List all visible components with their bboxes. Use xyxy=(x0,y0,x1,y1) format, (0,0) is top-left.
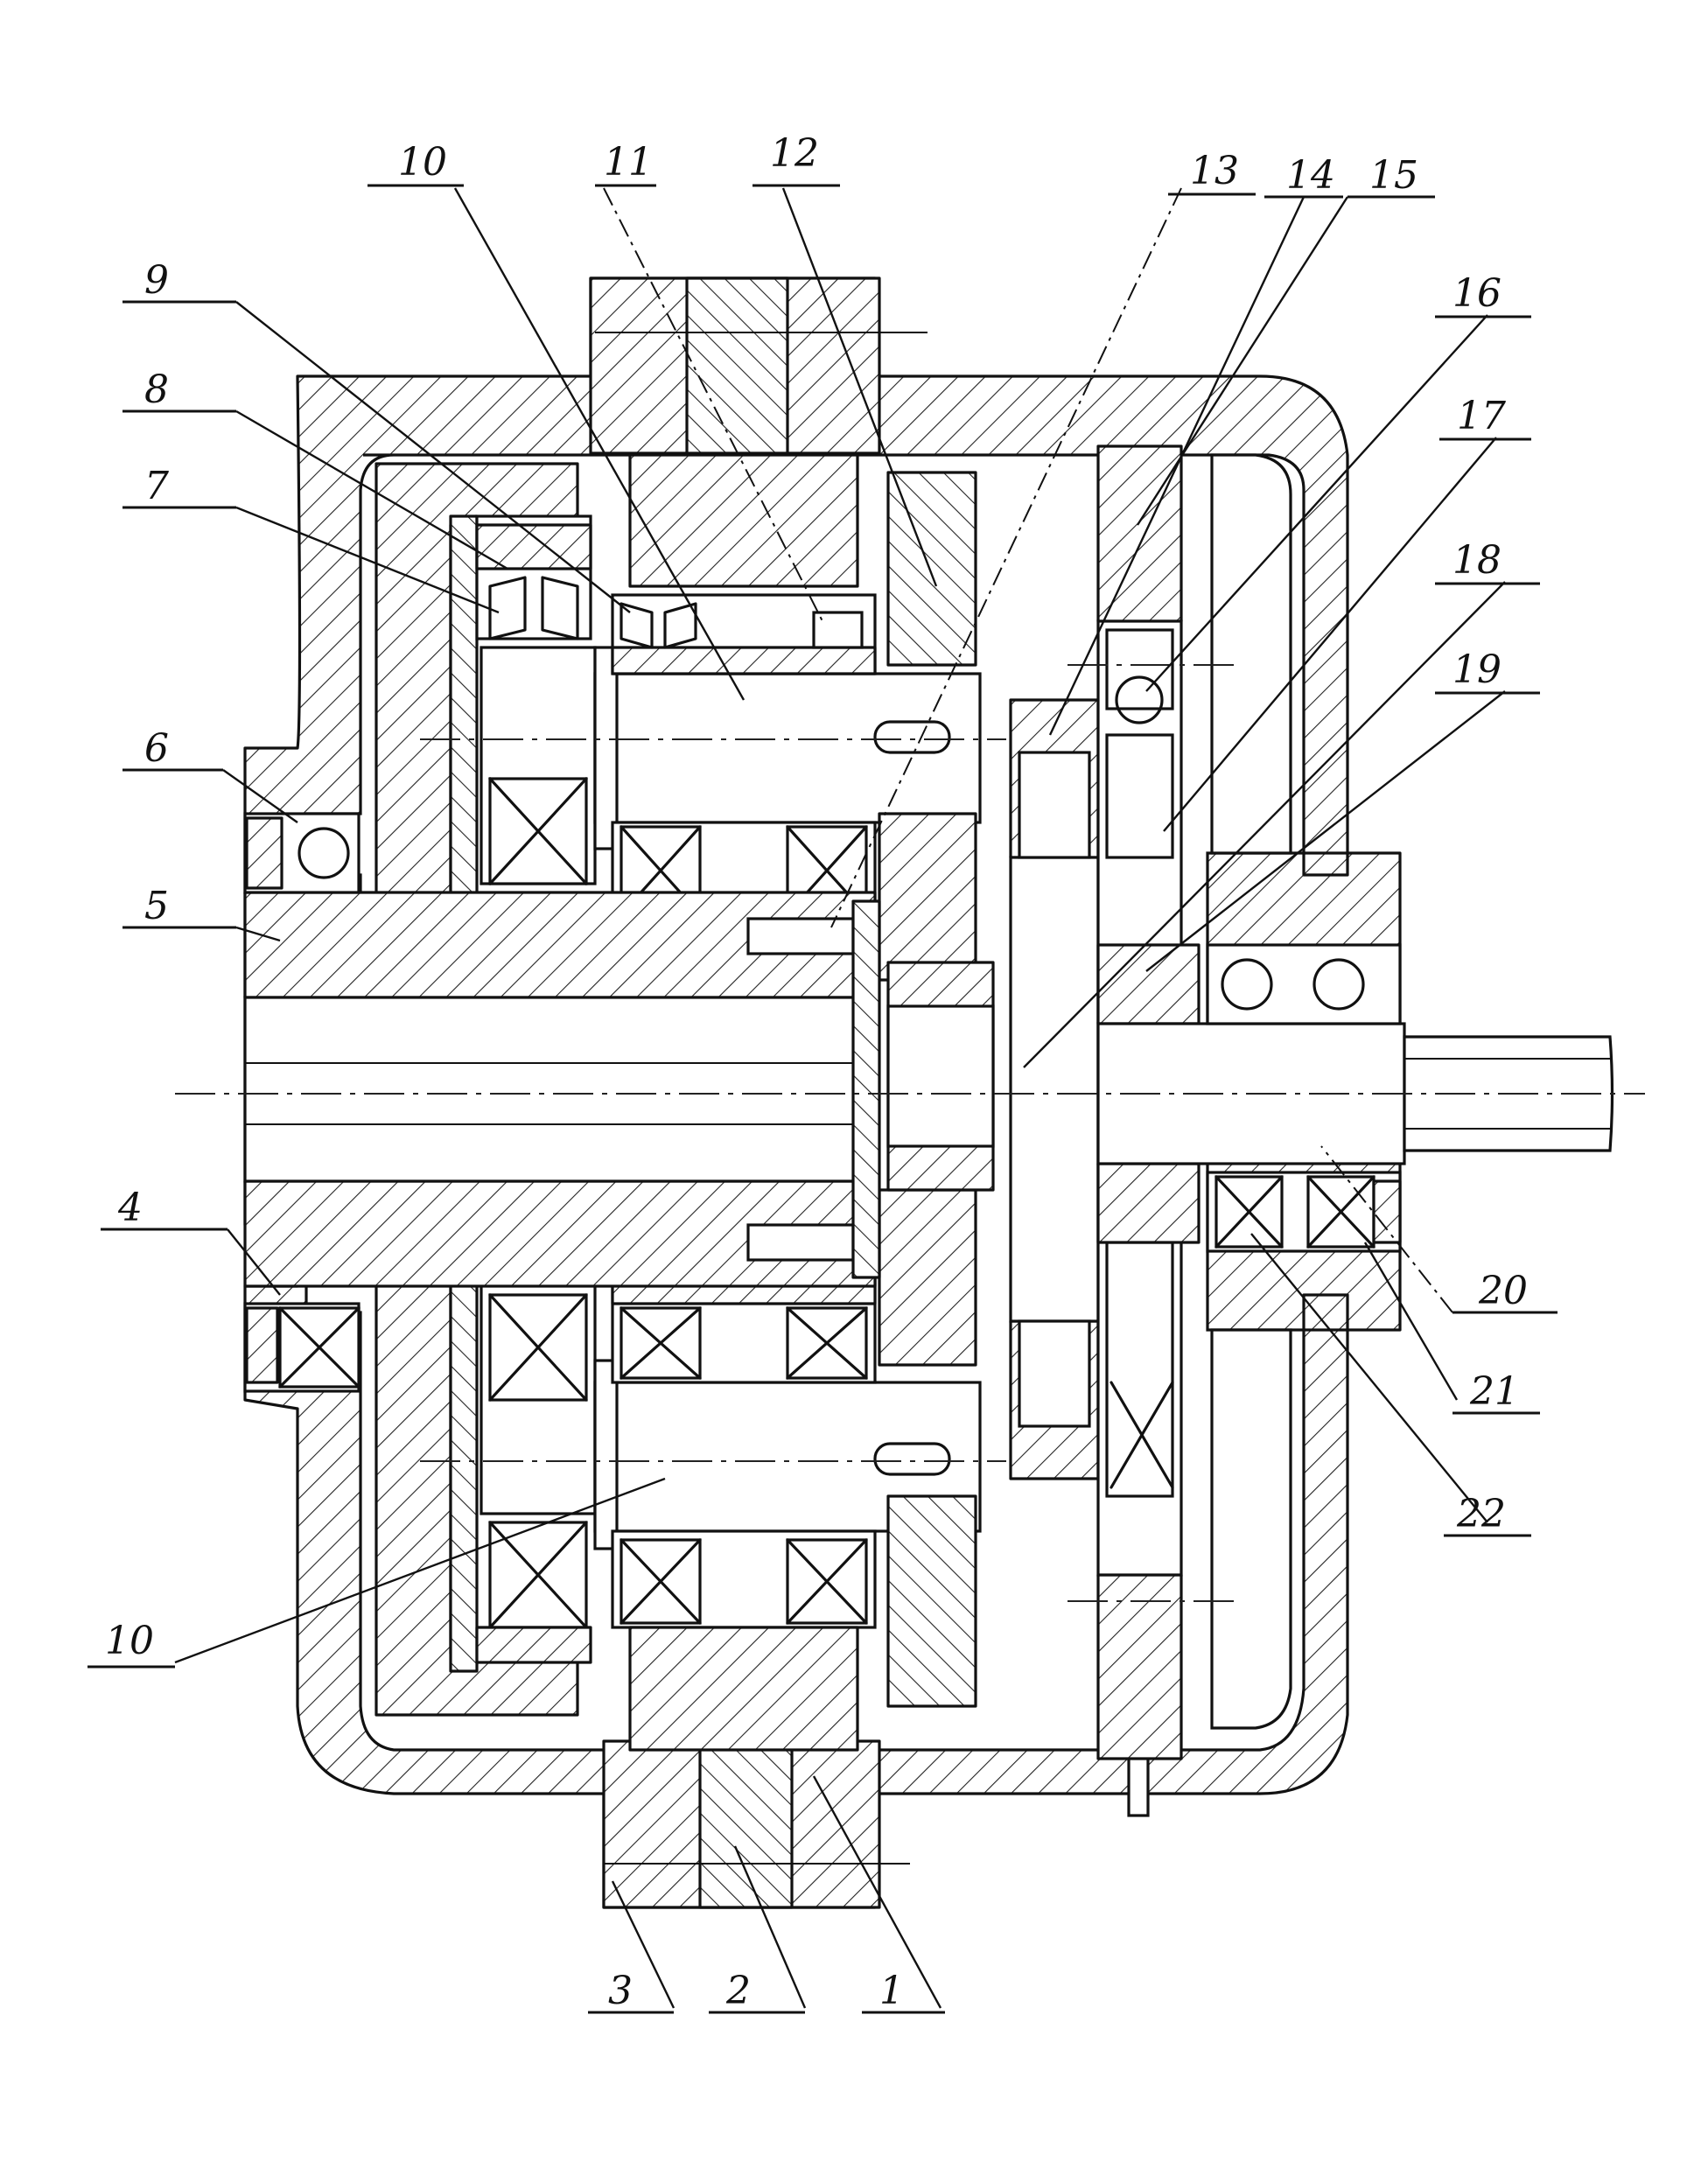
hub-19-lower xyxy=(1098,1164,1199,1242)
output-seal xyxy=(1374,1181,1400,1242)
output-bearing-upper xyxy=(1208,945,1400,1024)
callout-17: 17 xyxy=(1457,394,1506,438)
callout-4: 4 xyxy=(117,1186,143,1230)
key-slot-upper xyxy=(875,722,949,752)
key-upper xyxy=(748,919,853,954)
callout-18: 18 xyxy=(1452,538,1502,583)
flange-strip-lower xyxy=(451,1260,477,1671)
callout-14: 14 xyxy=(1286,153,1335,198)
callout-3: 3 xyxy=(608,1969,633,2013)
gear-12-lower xyxy=(888,1496,976,1706)
callout-22: 22 xyxy=(1456,1492,1506,1536)
callout-10-bottom: 10 xyxy=(105,1619,154,1663)
callout-16: 16 xyxy=(1452,271,1502,316)
gear-12-upper xyxy=(888,472,976,665)
key-slot-lower xyxy=(875,1444,949,1474)
callout-7: 7 xyxy=(144,464,169,508)
lower-ring-block xyxy=(630,1627,858,1750)
callout-15: 15 xyxy=(1369,153,1418,198)
right-recess-bottom xyxy=(1212,1330,1291,1728)
callout-5: 5 xyxy=(144,884,169,928)
gear-12-lower-hub xyxy=(879,1190,976,1365)
callout-10-top: 10 xyxy=(398,140,447,185)
callout-20: 20 xyxy=(1478,1269,1528,1313)
callout-9: 9 xyxy=(144,258,169,303)
callout-11: 11 xyxy=(604,140,653,185)
upper-ring-block xyxy=(630,455,858,586)
input-shaft-bore xyxy=(245,997,875,1181)
plate-15-lower xyxy=(1098,1575,1181,1759)
callout-21: 21 xyxy=(1469,1369,1519,1414)
gear-12-upper-hub xyxy=(879,814,976,980)
plate-15-upper xyxy=(1098,446,1181,621)
hub-19-upper xyxy=(1098,945,1199,1024)
bottom-boss-insert xyxy=(700,1741,792,1907)
key-lower xyxy=(748,1225,853,1260)
callout-13: 13 xyxy=(1190,149,1239,193)
callout-12: 12 xyxy=(770,131,819,176)
callout-8: 8 xyxy=(144,367,169,412)
right-recess-top xyxy=(1212,455,1291,853)
top-boss-insert xyxy=(687,278,788,453)
callout-2: 2 xyxy=(725,1969,751,2013)
callout-1: 1 xyxy=(879,1969,904,2013)
bearing-18 xyxy=(1107,735,1172,857)
callout-6: 6 xyxy=(144,726,169,771)
callout-19: 19 xyxy=(1452,647,1502,692)
flange-strip-upper xyxy=(451,516,477,927)
